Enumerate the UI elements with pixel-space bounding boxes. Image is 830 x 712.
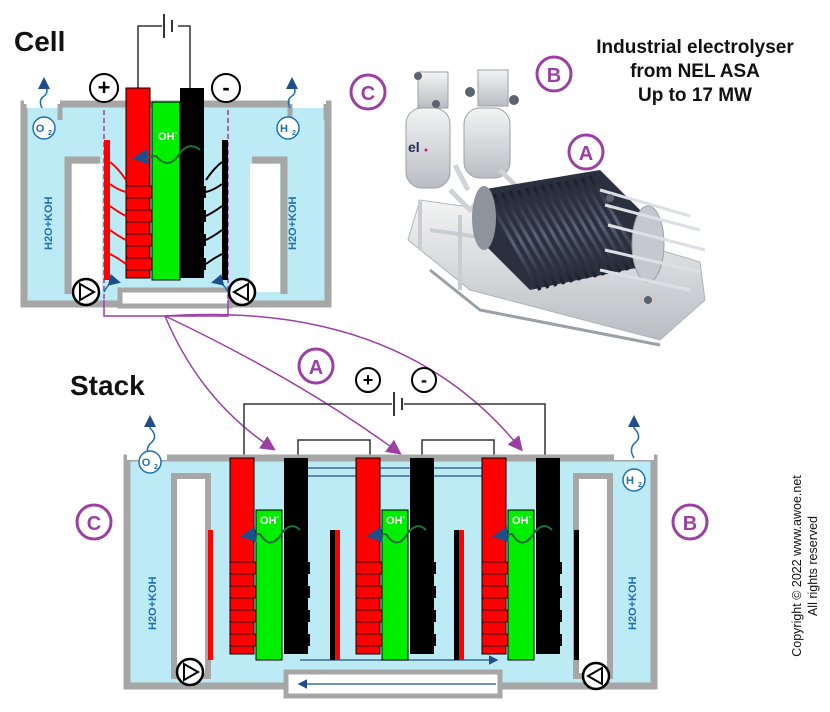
stack-heading: Stack [70,370,145,401]
photo-caption-line-1: Industrial electrolyser [596,37,794,58]
stack-electrolyte-label-left: H2O+KOH [147,576,159,630]
cell-cathode-terminal [180,88,204,278]
cell-h2-outlet: H 2 [276,77,300,140]
svg-text:2: 2 [154,464,158,471]
svg-text:+: + [363,370,374,390]
stack-cell-3: OH- [459,457,579,661]
minus-icon: - [411,367,437,393]
cell-anode-fingers [125,185,153,271]
cell-oh-flow-arrow [132,145,201,165]
cell-o2-outlet: O 2 [32,77,56,140]
cell-cathode-plate [222,140,228,280]
stack-h2-outlet: H 2 [622,415,646,492]
copyright-line-1: Copyright © 2022 www.awoe.net [790,475,804,657]
stack-diagram: + - [123,367,658,699]
cell-diagram: OH- + - O 2 H 2 H2O+KOH H2O+KOH [20,14,332,317]
svg-text:2: 2 [638,482,642,489]
copyright-line-2: All rights reserved [806,515,820,617]
cell-cathode-fingers [180,186,206,270]
marker-a-photo: A [567,133,605,171]
svg-text:-: - [421,370,427,390]
svg-text:-: - [222,75,229,100]
cell-oh-label: OH- [158,128,178,143]
svg-text:OH-: OH- [512,512,532,527]
copyright-notice: Copyright © 2022 www.awoe.net All rights… [790,440,820,680]
photo-caption-line-2: from NEL ASA [630,61,760,82]
svg-text:C: C [361,83,375,105]
svg-text:OH-: OH- [260,512,280,527]
minus-icon: - [211,73,241,103]
stack-cell-2: OH- [335,457,459,661]
svg-text:+: + [98,75,111,100]
svg-text:2: 2 [48,130,52,137]
photo-caption: Industrial electrolyser from NEL ASA Up … [560,36,830,108]
cell-power-supply [137,14,191,90]
svg-text:H: H [626,475,634,487]
plus-icon: + [89,73,119,103]
pump-icon [227,277,257,307]
cell-anode-terminal [125,87,151,279]
svg-text:A: A [309,357,323,379]
svg-text:C: C [87,513,101,535]
marker-b-diagram: B [671,503,709,541]
cell-electrolyte-label-right: H2O+KOH [287,196,299,250]
pump-icon [175,657,205,687]
stack-cell-1: OH- [208,457,335,661]
marker-b-photo: B [535,55,573,93]
pump-icon [71,277,101,307]
marker-a-diagram: A [297,347,335,385]
marker-c-photo: C [349,73,387,111]
svg-text:A: A [579,143,593,165]
cell-anode [104,140,110,280]
nel-logo: el [408,139,420,155]
stack-power-supply [243,392,546,460]
pump-icon [581,661,611,691]
svg-text:2: 2 [292,130,296,137]
cell-electrolyte-label-left: H2O+KOH [43,196,55,250]
cell-heading: Cell [14,26,66,57]
svg-text:B: B [547,65,561,87]
svg-text:O: O [36,123,45,135]
photo-caption-line-3: Up to 17 MW [638,85,752,106]
stack-o2-outlet: O 2 [138,415,162,474]
plus-icon: + [355,367,381,393]
svg-text:O: O [142,457,151,469]
marker-c-diagram: C [75,503,113,541]
stack-electrolyte-label-right: H2O+KOH [627,576,639,630]
cell-membrane [151,101,181,281]
svg-text:B: B [683,513,697,535]
svg-text:H: H [280,123,288,135]
callout-arrows [164,313,523,455]
industrial-electrolyser-illustration: el [405,69,706,347]
svg-text:OH-: OH- [386,512,406,527]
